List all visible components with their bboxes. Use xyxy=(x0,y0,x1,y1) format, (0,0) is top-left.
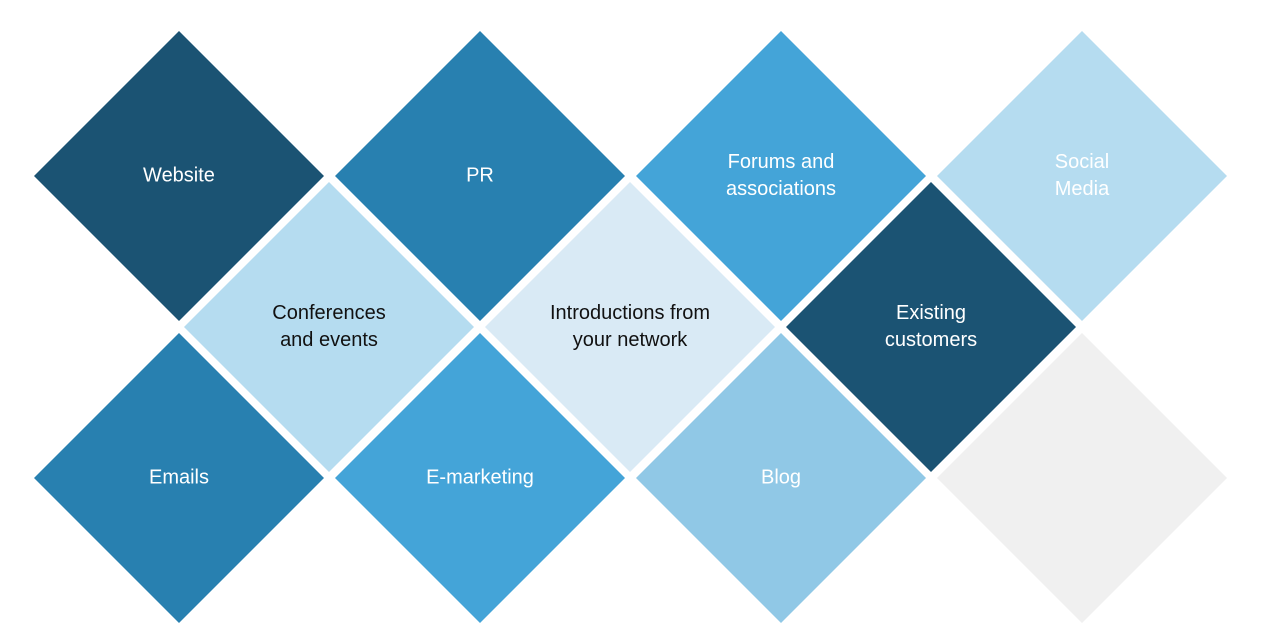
tile-conferences-label: Conferences and events xyxy=(272,302,386,351)
tile-existing-customers-label: Existing customers xyxy=(884,302,978,351)
tile-e-marketing: E-marketing xyxy=(335,333,625,623)
tile-website-label: Website xyxy=(143,164,215,187)
tile-social-media-label: Social Media xyxy=(1054,151,1110,200)
tile-forums-label: Forums and associations xyxy=(725,151,837,200)
tile-emails-label: Emails xyxy=(148,466,209,489)
tile-e-marketing-label: E-marketing xyxy=(426,466,534,489)
tile-empty xyxy=(937,333,1227,623)
tile-empty-shape xyxy=(937,333,1227,623)
tile-pr-label: PR xyxy=(466,164,494,187)
tile-blog-label: Blog xyxy=(760,466,802,489)
tile-introductions-label: Introductions from your network xyxy=(549,302,711,351)
tile-blog: Blog xyxy=(636,333,926,623)
tile-emails: Emails xyxy=(34,333,324,623)
